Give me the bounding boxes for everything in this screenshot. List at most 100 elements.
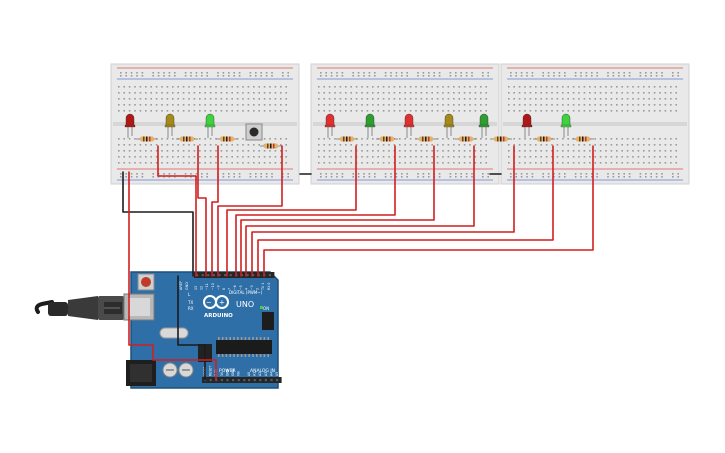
digital-pin-label: 13 — [194, 286, 198, 290]
header-pin — [224, 274, 227, 277]
gnd-label: GND — [185, 282, 189, 290]
led-10 — [560, 113, 572, 138]
header-pin — [252, 274, 255, 277]
arduino-logo: − + — [203, 295, 229, 309]
center-groove — [113, 122, 297, 126]
led-7 — [443, 113, 455, 138]
arduino-model-label: UNO — [236, 300, 254, 309]
wire-led-10 — [257, 145, 554, 277]
digital-pin-label: 8 — [222, 288, 226, 290]
led-9-resistor — [533, 136, 555, 142]
aref-label: AREF — [179, 281, 183, 290]
digital-pin-label: ~5 — [239, 285, 243, 290]
on-led — [260, 306, 263, 309]
digital-pin-label: ~11 — [205, 283, 209, 290]
arduino-uno-board[interactable]: − + ARDUINO UNO DIGITAL (PWM~) ANALOG IN… — [123, 271, 282, 389]
header-pin — [212, 274, 215, 277]
push-button[interactable] — [245, 123, 263, 141]
led-1-resistor — [136, 136, 158, 142]
analog-pin-label: A1 — [253, 372, 257, 376]
header-pin — [209, 379, 212, 382]
header-pin — [196, 274, 199, 277]
digital-pin-label: 12 — [200, 286, 204, 290]
digital-pin-label: ~9 — [216, 285, 220, 290]
wire-led-4 — [217, 145, 283, 277]
wire-led-5 — [226, 145, 357, 277]
led-5 — [364, 113, 376, 138]
led-9 — [521, 113, 533, 138]
wire-led-6 — [235, 145, 396, 277]
wire-gnd-arduino — [177, 275, 206, 381]
analog-pin-label: A4 — [269, 372, 273, 376]
header-pin — [220, 379, 223, 382]
wire-gnd-1 — [122, 171, 194, 277]
header-pin — [264, 379, 267, 382]
components — [124, 113, 594, 149]
digital-pin-label: TX 1 — [261, 283, 265, 291]
header-pin — [232, 379, 235, 382]
led-2 — [164, 113, 176, 138]
digital-pin-label: RX 0 — [267, 283, 271, 290]
header-pin — [270, 379, 273, 382]
power-header — [202, 377, 249, 383]
wire-led-1 — [157, 145, 197, 277]
digital-pin-label: 2 — [256, 288, 260, 290]
led-3 — [204, 113, 216, 138]
arduino-brand-label: ARDUINO — [204, 313, 233, 319]
digital-pin-label: 7 — [228, 288, 232, 290]
breadboard-1 — [110, 63, 300, 185]
breadboard-holes — [118, 72, 289, 178]
digital-pin-label: ~10 — [211, 283, 215, 290]
analog-pin-label: A5 — [275, 372, 279, 376]
power-pin-label: GND — [231, 368, 235, 376]
wire-led-3 — [211, 145, 219, 277]
svg-text:−: − — [206, 299, 212, 307]
header-pin — [259, 379, 262, 382]
analog-pin-label: A0 — [247, 372, 251, 376]
digital-pin-label: ~6 — [233, 285, 237, 290]
breadboard-3 — [500, 63, 690, 185]
power-pin-label: RESET — [209, 366, 213, 376]
digital-pin-label: ~3 — [250, 285, 254, 290]
center-groove — [503, 122, 687, 126]
led-8-resistor — [490, 136, 512, 142]
header-pin — [218, 274, 221, 277]
analog-header — [246, 377, 282, 383]
header-pin — [207, 274, 210, 277]
digital-pins-label: DIGITAL (PWM~) — [229, 290, 263, 295]
wires — [122, 145, 594, 381]
analog-pins-label: ANALOG IN — [250, 368, 275, 374]
header-pin — [248, 379, 251, 382]
led-7-resistor — [455, 136, 477, 142]
analog-pin-label: A2 — [258, 372, 262, 376]
header-pin — [246, 274, 249, 277]
led-4-resistor — [336, 136, 358, 142]
digital-pin-label: 4 — [244, 288, 248, 290]
led-5-resistor — [376, 136, 398, 142]
header-pin — [253, 379, 256, 382]
power-pins-label: POWER — [219, 368, 236, 374]
wire-5v — [128, 171, 217, 381]
header-pin — [276, 379, 279, 382]
crystal-oscillator — [159, 327, 189, 339]
led-1 — [124, 113, 136, 138]
wire-led-8 — [245, 145, 475, 277]
svg-text:+: + — [219, 299, 225, 307]
atmega-chip — [216, 340, 272, 354]
led-6-resistor — [415, 136, 437, 142]
led-4 — [324, 113, 336, 138]
usb-cable[interactable] — [34, 296, 124, 320]
chip-legs — [218, 337, 269, 357]
header-pin — [201, 274, 204, 277]
led-6 — [403, 113, 415, 138]
button-resistor — [260, 143, 282, 149]
analog-pin-label: A3 — [264, 372, 268, 376]
wire-led-9 — [251, 145, 515, 277]
tx-led-label: TX — [187, 300, 193, 305]
rx-led-label: RX — [188, 306, 194, 311]
led-8 — [478, 113, 490, 138]
wire-led-7 — [240, 145, 435, 277]
wire-led-2 — [197, 145, 207, 277]
breadboard-holes — [508, 72, 679, 178]
header-pin — [229, 274, 232, 277]
